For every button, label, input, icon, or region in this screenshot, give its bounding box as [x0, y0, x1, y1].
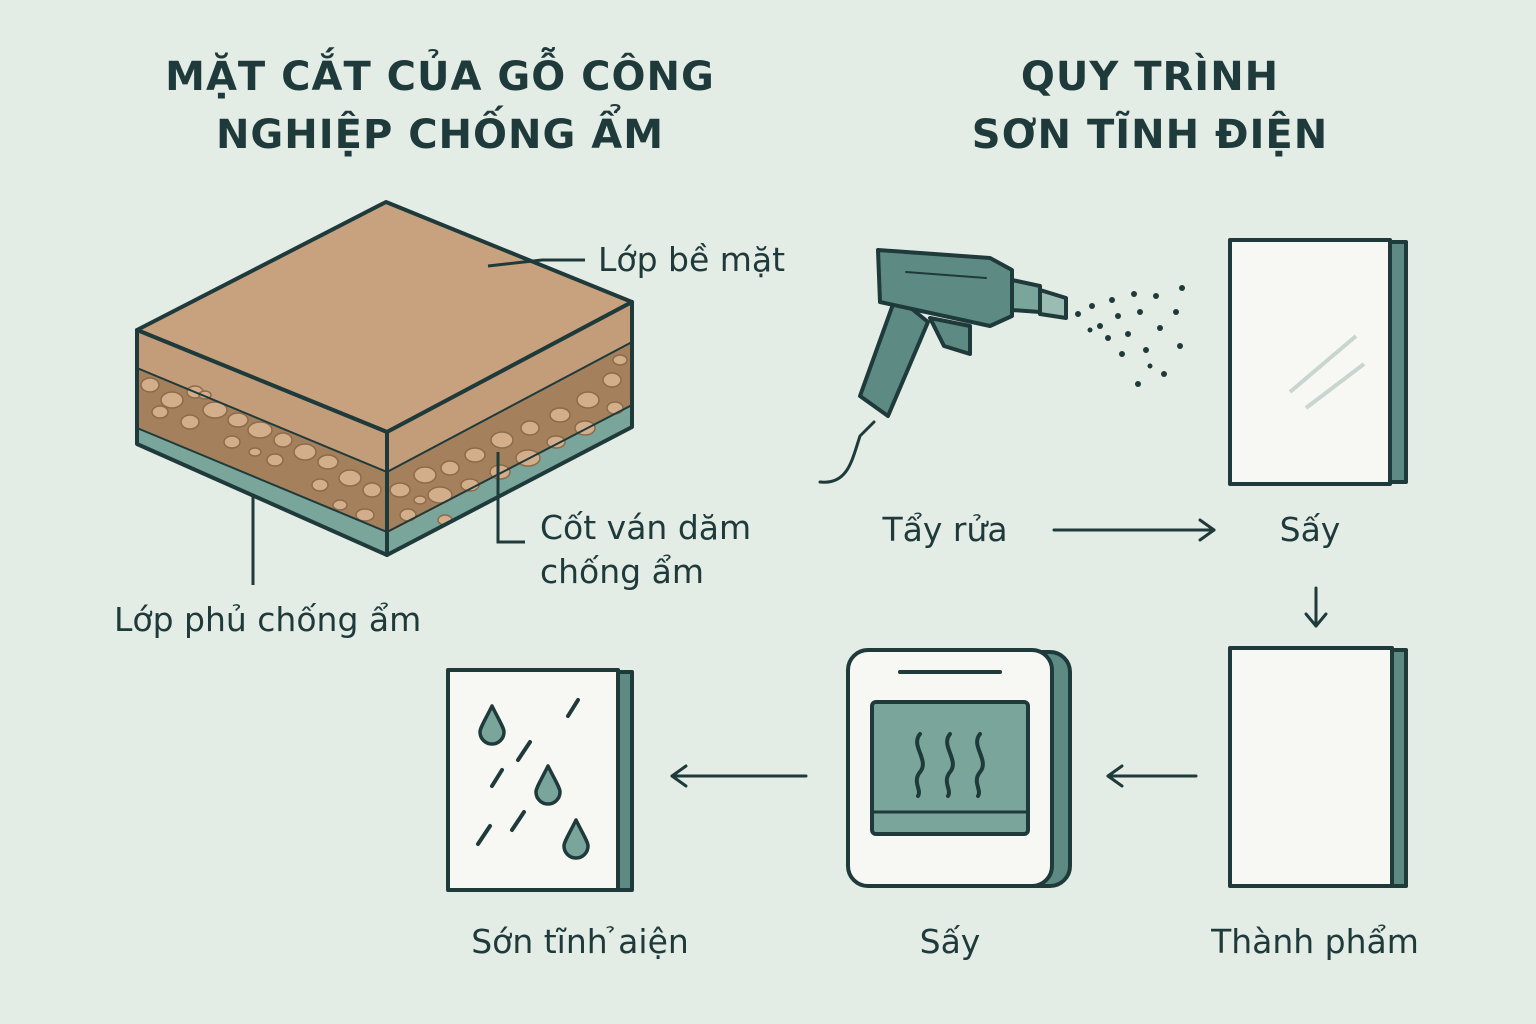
core-layer-label-line-2: chống ẩm — [540, 552, 704, 591]
left-title-line-1: MẶT CẮT CỦA GỖ CÔNG — [165, 54, 715, 100]
side-wood-chips — [389, 354, 628, 526]
step-dry-2-label: Sấy — [919, 922, 981, 961]
arrow-wash-to-dry-icon — [1052, 518, 1216, 542]
board-icon — [1228, 238, 1408, 486]
step-dry-1-label: Sấy — [1279, 510, 1341, 549]
surface-layer-label: Lớp bề mặt — [598, 240, 786, 279]
rain-streaks — [476, 698, 580, 846]
core-leader-line — [496, 452, 525, 544]
coating-layer-label: Lớp phủ chống ẩm — [114, 600, 422, 639]
right-title: QUY TRÌNH SƠN TĨNH ĐIỆN — [930, 48, 1370, 164]
spray-gun-body — [876, 248, 1014, 328]
right-title-line-1: QUY TRÌNH — [1020, 54, 1280, 100]
spray-gun-nozzle — [1010, 278, 1042, 314]
right-title-line-2: SƠN TĨNH ĐIỆN — [971, 112, 1329, 158]
arrow-finished-to-dry-icon — [1106, 764, 1198, 788]
arrow-dry-to-finished-icon — [1304, 586, 1328, 628]
core-layer-label: Cốt ván dăm chống ẩm — [540, 506, 751, 594]
callout-lines — [251, 258, 585, 585]
finished-board-icon — [1228, 646, 1408, 888]
side-surface-band — [387, 302, 632, 472]
core-layer-label-line-1: Cốt ván dăm — [540, 508, 752, 547]
step-wash-label: Tẩy rửa — [882, 510, 1008, 549]
left-title: MẶT CẮT CỦA GỖ CÔNG NGHIỆP CHỐNG ẨM — [120, 48, 760, 164]
spray-gun-trigger — [928, 316, 972, 356]
left-title-line-2: NGHIỆP CHỐNG ẨM — [215, 112, 665, 158]
front-surface-band — [137, 330, 387, 472]
spray-particles — [1075, 285, 1185, 387]
step-finished-label: Thành phẩm — [1211, 922, 1419, 961]
oven-icon — [846, 648, 1072, 888]
water-drop-icon — [478, 704, 590, 860]
wood-block-icon — [135, 200, 634, 557]
painted-panel-icon — [446, 668, 634, 892]
step-paint-label: Sớn tĩnh ̉aiện — [471, 922, 689, 961]
heat-waves-icon — [914, 732, 985, 798]
spray-gun-handle — [858, 294, 930, 418]
arrow-dry-to-paint-icon — [670, 764, 808, 788]
spray-gun-icon — [818, 248, 1068, 484]
surface-leader-line — [487, 258, 585, 268]
front-core-band — [137, 368, 387, 532]
